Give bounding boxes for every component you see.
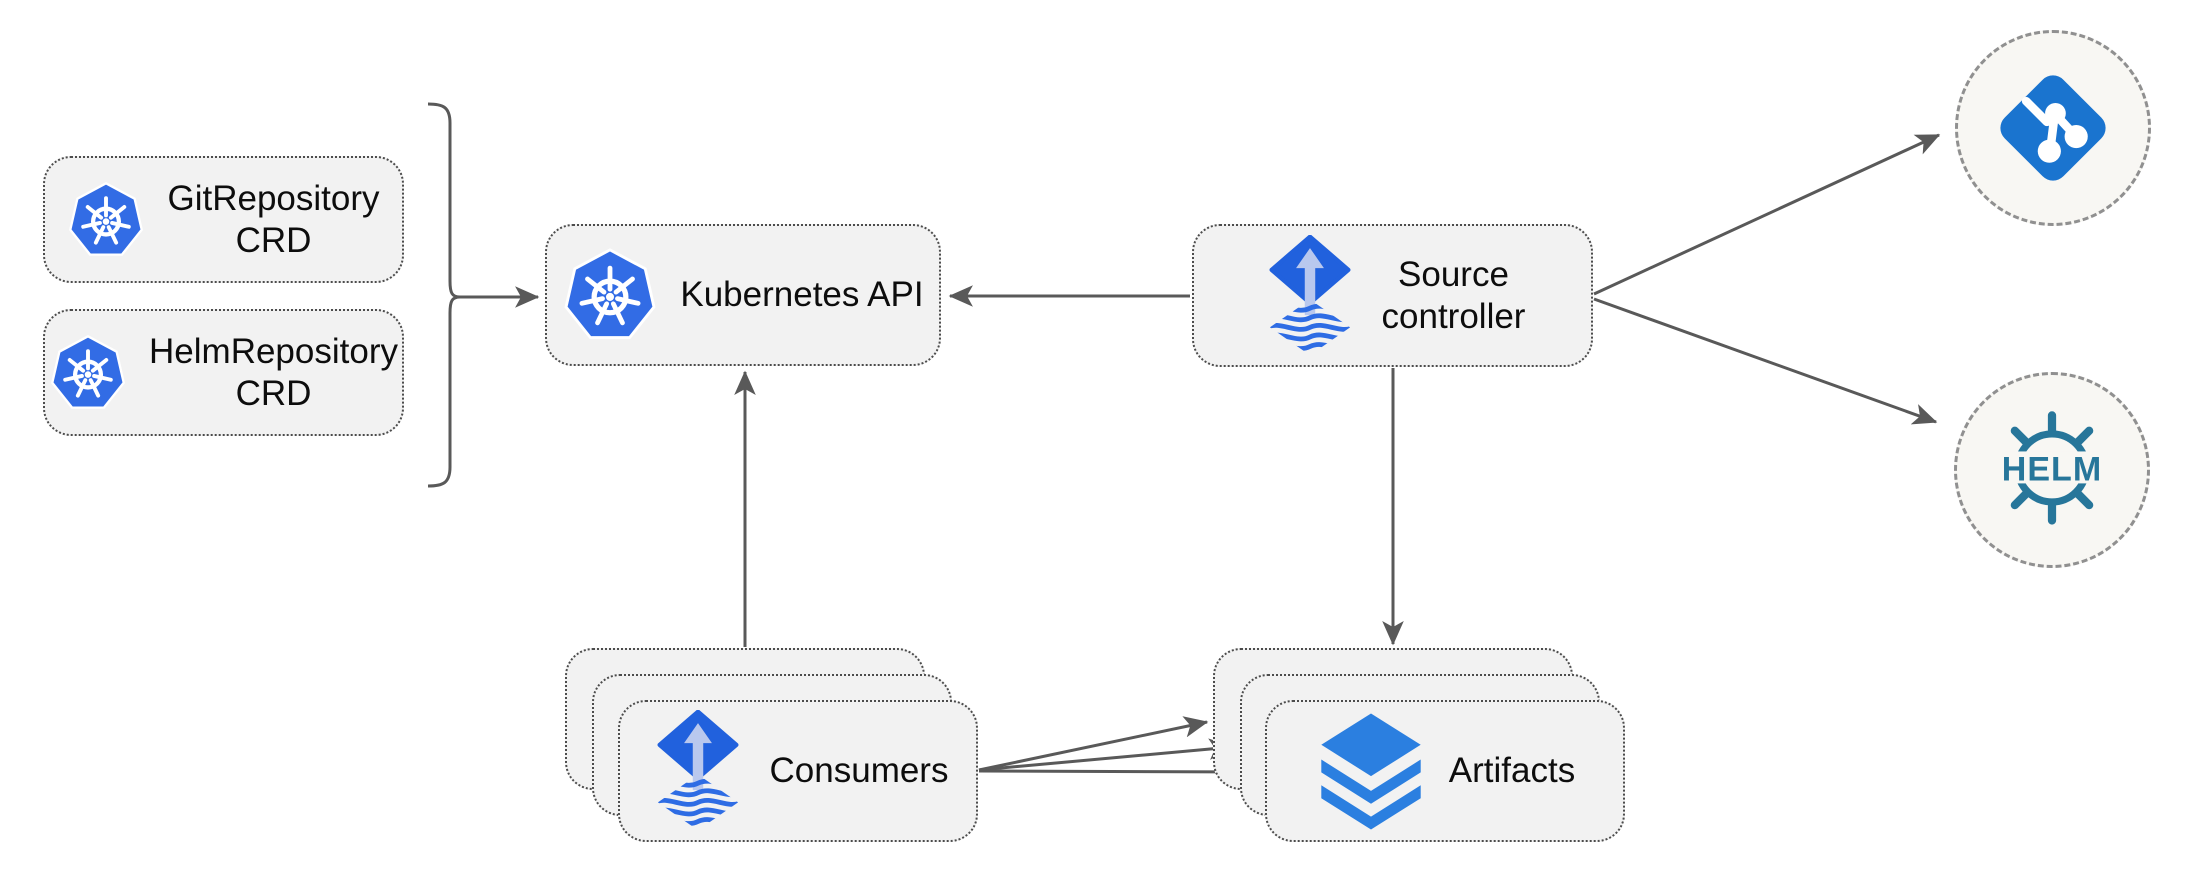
helm-icon: HELM [2002,411,2102,525]
git-icon [2000,75,2106,181]
kubernetes-icon [67,181,145,259]
node-helm-endpoint: HELM [1954,372,2150,568]
edge-sourcectrl-to-helm [1593,297,1938,425]
crd-group-brace [427,102,461,488]
node-label-line2: CRD [235,220,312,260]
node-label: Artifacts [1448,751,1576,791]
node-label-line1: GitRepository [167,179,380,219]
node-label: Kubernetes API [680,275,924,315]
node-label-line1: Source [1398,255,1509,295]
node-label: Source controller [1382,254,1526,337]
node-label-line1: HelmRepository [149,332,398,372]
layers-icon [1321,713,1421,829]
edge-consumers-to-artifacts-2 [978,738,1234,772]
node-label-line2: controller [1381,296,1526,336]
node-label: Consumers [769,751,949,791]
node-kubernetes-api: Kubernetes API [545,224,941,366]
node-label: GitRepository CRD [167,178,379,261]
flux-source-controller-icon [1260,235,1360,357]
kubernetes-icon [49,334,127,412]
edge-consumers-to-artifacts-1 [978,716,1209,772]
node-consumers: Consumers [618,700,978,842]
node-gitrepository-crd: GitRepository CRD [43,156,404,283]
node-source-controller: Source controller [1192,224,1593,367]
node-label: HelmRepository CRD [149,331,398,414]
node-artifacts: Artifacts [1265,700,1625,842]
node-helmrepository-crd: HelmRepository CRD [43,309,404,436]
node-label-line2: CRD [235,373,312,413]
helm-label: HELM [2002,450,2102,488]
node-git-endpoint [1955,30,2151,226]
kubernetes-icon [562,247,658,343]
edge-sourcectrl-to-git [1593,133,1941,296]
flux-source-controller-icon [648,710,748,832]
